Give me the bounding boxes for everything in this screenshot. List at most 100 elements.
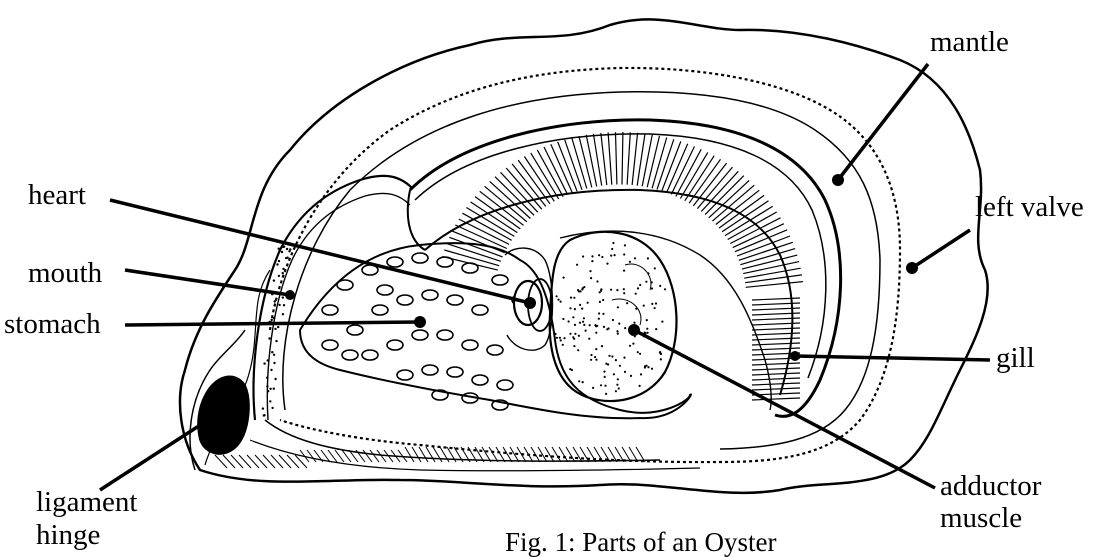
stipple-dot <box>556 337 558 339</box>
stipple-dot <box>570 297 572 299</box>
palp-dot <box>278 260 280 262</box>
digestive-oval <box>472 305 488 315</box>
stipple-dot <box>659 351 661 353</box>
stipple-dot <box>595 348 597 350</box>
gill-striation <box>752 338 800 340</box>
gill-striation <box>752 363 800 365</box>
stipple-dot <box>583 324 585 326</box>
stipple-dot <box>610 289 612 291</box>
stipple-dot <box>623 357 625 359</box>
stipple-dot <box>602 299 604 301</box>
stipple-dot <box>587 302 589 304</box>
stipple-dot <box>654 307 656 309</box>
stipple-dot <box>616 384 618 386</box>
hatch-line <box>552 447 561 462</box>
stipple-dot <box>651 368 653 370</box>
palp-dot <box>270 369 272 371</box>
palp-dot <box>277 326 279 328</box>
figure-caption: Fig. 1: Parts of an Oyster <box>505 527 776 557</box>
stipple-dot <box>556 295 558 297</box>
adductor-stipple <box>554 242 666 395</box>
palp-dot <box>283 246 285 248</box>
stipple-dot <box>605 363 607 365</box>
mouth-palp-inner <box>267 193 410 420</box>
stipple-dot <box>616 289 618 291</box>
stipple-dot <box>639 385 641 387</box>
stipple-dot <box>643 305 645 307</box>
hatch-line <box>426 447 435 462</box>
stipple-dot <box>608 355 610 357</box>
stipple-dot <box>651 303 653 305</box>
stipple-dot <box>615 359 617 361</box>
stipple-dot <box>646 328 648 330</box>
stipple-dot <box>606 328 608 330</box>
stipple-dot <box>569 307 571 309</box>
stipple-dot <box>573 338 575 340</box>
stipple-dot <box>612 242 614 244</box>
palp-dot <box>274 300 276 302</box>
palp-dot <box>263 362 265 364</box>
leader-mouth-dot <box>285 290 295 300</box>
stipple-dot <box>571 369 573 371</box>
hatch-line <box>314 450 323 462</box>
stipple-dot <box>573 345 575 347</box>
palp-dot <box>268 337 270 339</box>
adductor-detail <box>612 264 651 325</box>
palp-dot <box>269 400 271 402</box>
digestive-oval <box>462 263 478 273</box>
stipple-dot <box>613 373 615 375</box>
stipple-dot <box>581 308 583 310</box>
stipple-dot <box>626 302 628 304</box>
digestive-oval <box>347 325 363 335</box>
leader-gill-dot <box>790 351 800 361</box>
stipple-dot <box>645 281 647 283</box>
palp-dot <box>282 272 284 274</box>
hatch-line <box>580 447 589 462</box>
palp-dot <box>274 378 276 380</box>
hatch-line <box>356 450 365 462</box>
stipple-dot <box>595 325 597 327</box>
digestive-oval <box>437 330 453 340</box>
digestive-oval <box>397 370 413 380</box>
gill-striation <box>752 298 800 300</box>
stipple-dot <box>632 343 634 345</box>
stipple-dot <box>560 301 562 303</box>
palp-dot <box>273 354 275 356</box>
palp-dot <box>274 328 276 330</box>
digestive-oval <box>462 340 478 350</box>
stipple-dot <box>619 365 621 367</box>
palp-dot <box>273 362 275 364</box>
stipple-dot <box>598 318 600 320</box>
label-mouth: mouth <box>28 258 102 288</box>
palp-dot <box>273 279 275 281</box>
stipple-dot <box>569 333 571 335</box>
stipple-dot <box>562 344 564 346</box>
leader-left-valve <box>912 230 970 268</box>
gill-striation <box>480 191 524 225</box>
stipple-dot <box>588 338 590 340</box>
stipple-dot <box>579 304 581 306</box>
stipple-dot <box>590 277 592 279</box>
label-gill: gill <box>996 343 1035 373</box>
stipple-dot <box>582 381 584 383</box>
label-stomach: stomach <box>4 309 101 339</box>
hatch-line <box>370 450 379 462</box>
stipple-dot <box>601 345 603 347</box>
leader-adductor-dot <box>628 324 640 336</box>
hatch-line <box>517 447 526 462</box>
digestive-oval <box>422 365 438 375</box>
palp-dot <box>273 388 275 390</box>
gill-striation <box>752 378 800 380</box>
label-muscle: muscle <box>940 503 1022 533</box>
leader-stomach-dot <box>414 316 426 328</box>
palp-dot <box>276 263 278 265</box>
gill-striation <box>752 348 800 350</box>
stipple-dot <box>660 358 662 360</box>
stipple-dot <box>647 332 649 334</box>
gill-striation <box>705 176 744 215</box>
gill-striation <box>725 206 773 235</box>
stipple-dot <box>579 322 581 324</box>
digestive-oval <box>422 290 438 300</box>
palp-dot <box>271 319 273 321</box>
gill-striation <box>676 149 701 196</box>
